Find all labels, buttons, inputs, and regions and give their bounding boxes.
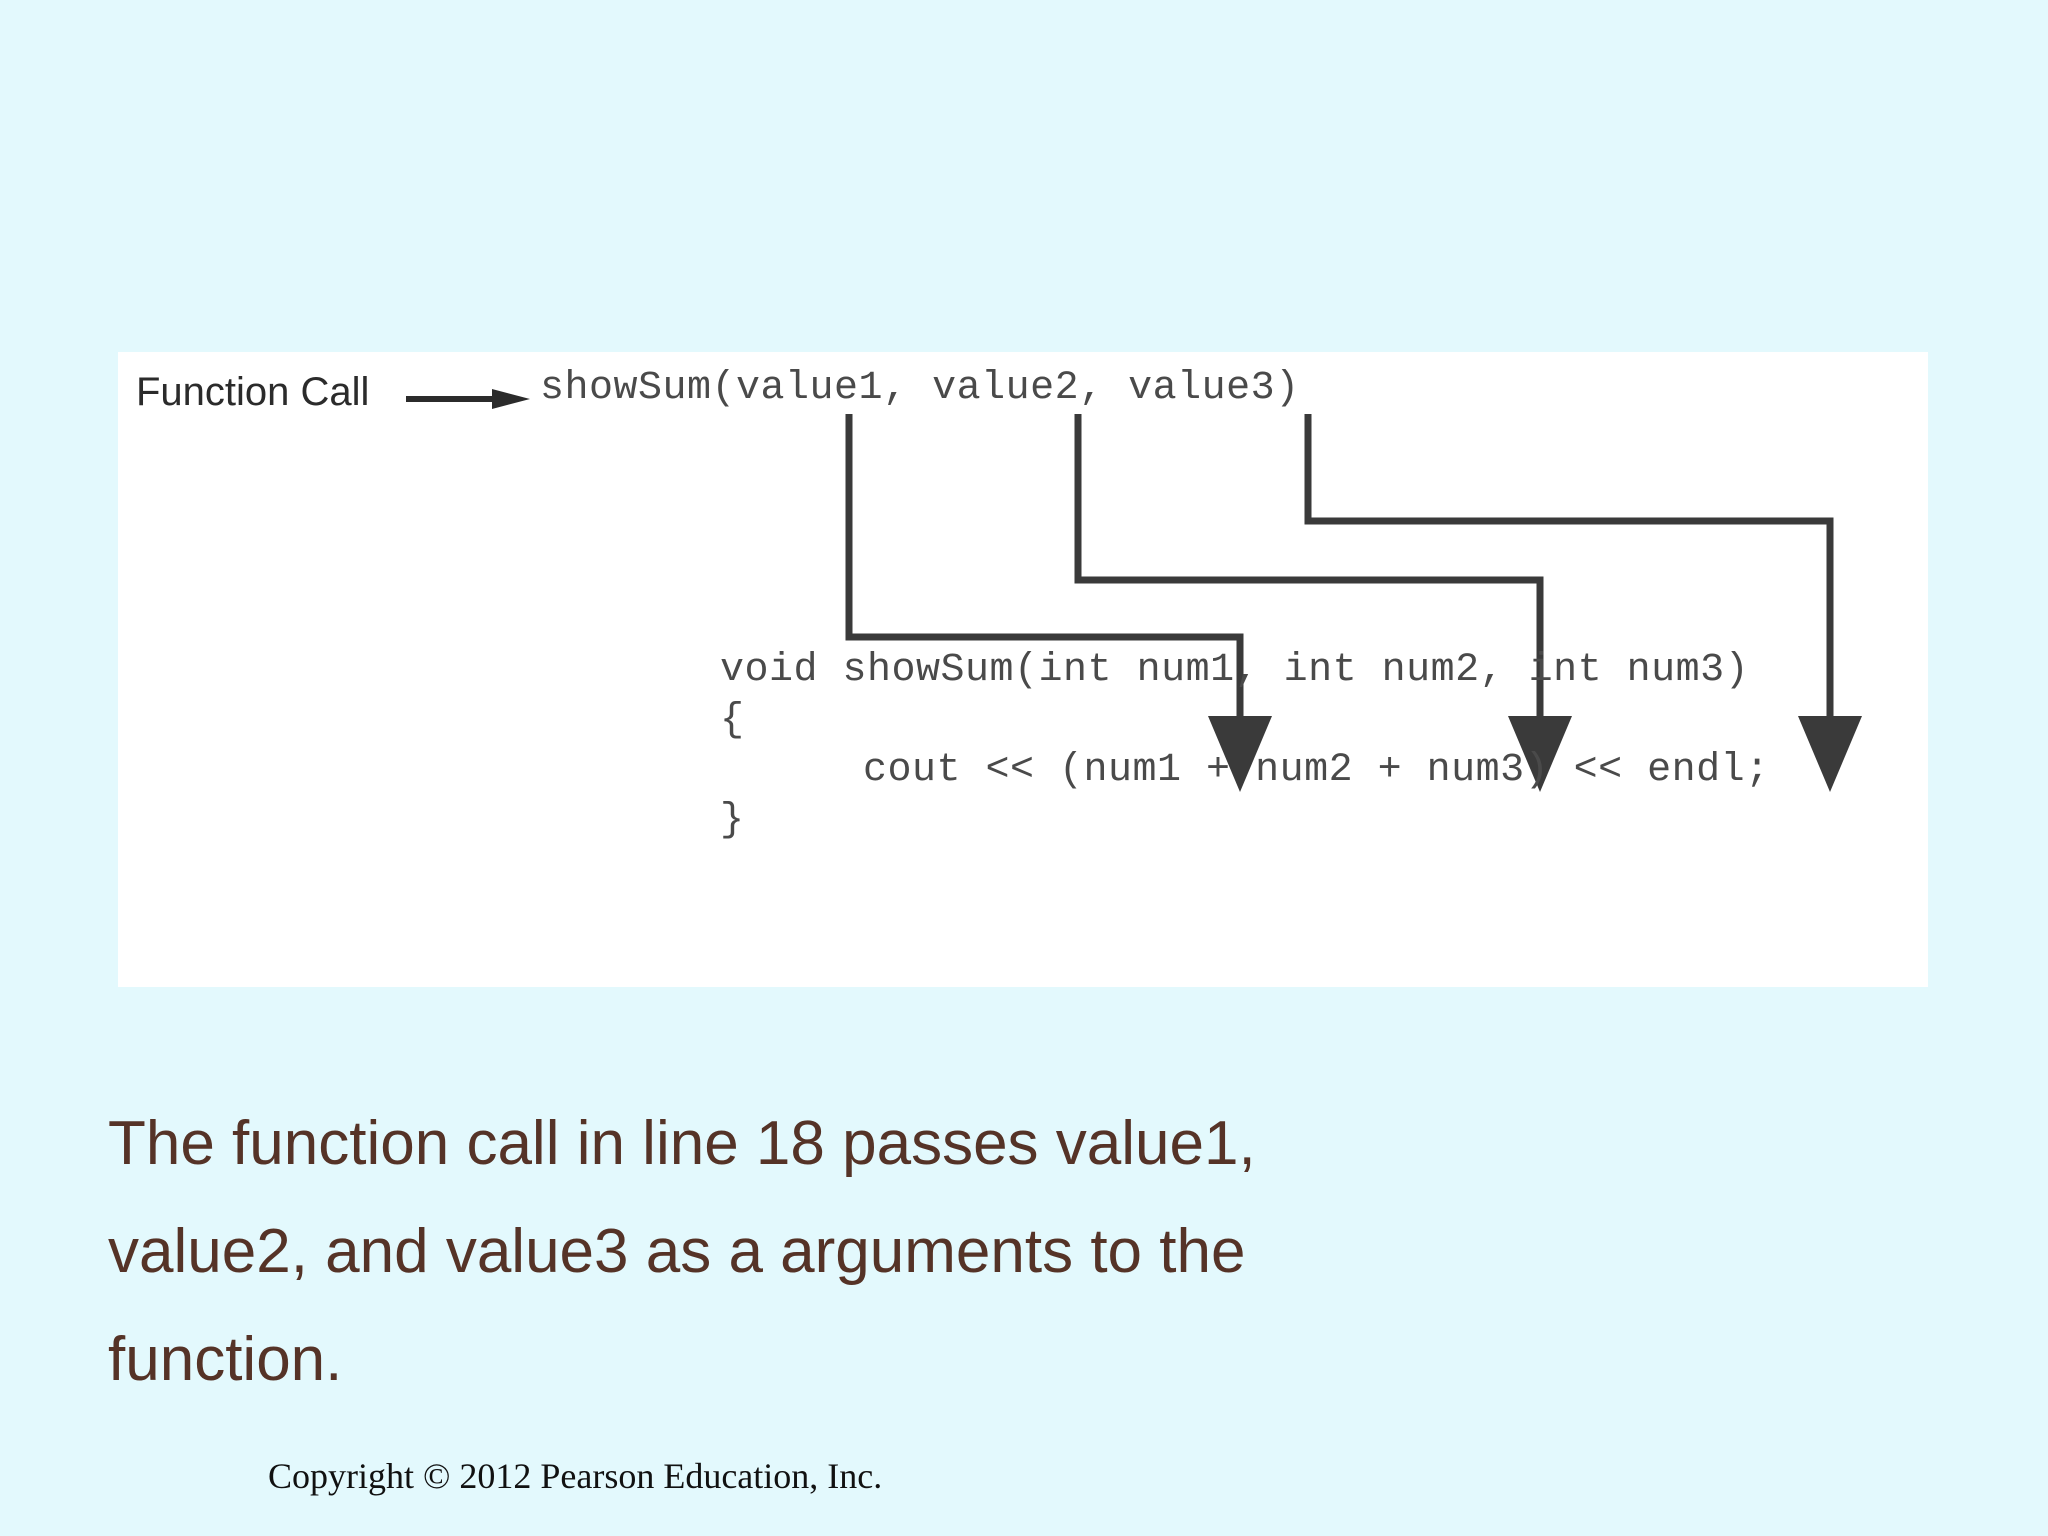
caption-line-1: The function call in line 18 passes valu… — [108, 1109, 1256, 1178]
figure-panel: Function Call showSum(value1, value2, va… — [118, 352, 1928, 987]
caption-text: The function call in line 18 passes valu… — [108, 1090, 1828, 1414]
right-arrow-icon — [406, 389, 530, 409]
caption-line-3: function. — [108, 1325, 343, 1394]
code-line-cout-statement: cout << (num1 + num2 + num3) << endl; — [863, 748, 1770, 793]
code-line-function-call: showSum(value1, value2, value3) — [540, 366, 1300, 411]
caption-line-2: value2, and value3 as a arguments to the — [108, 1217, 1246, 1286]
function-call-label: Function Call — [136, 370, 370, 414]
arrowhead-num3 — [1798, 716, 1862, 792]
code-line-close-brace: } — [720, 798, 745, 843]
code-line-function-signature: void showSum(int num1, int num2, int num… — [720, 648, 1750, 693]
code-line-open-brace: { — [720, 698, 745, 743]
copyright-notice: Copyright © 2012 Pearson Education, Inc. — [268, 1456, 883, 1496]
